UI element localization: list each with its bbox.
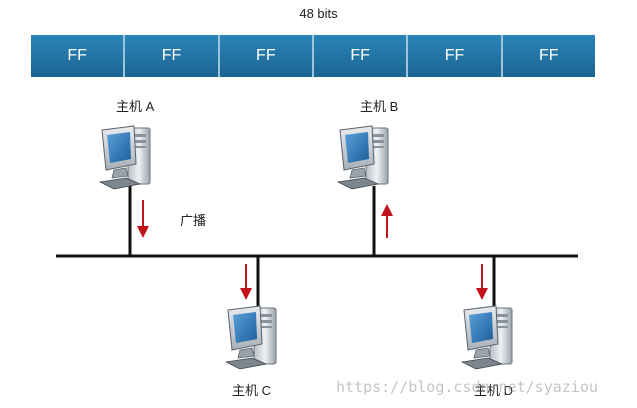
host-c-computer-icon: [225, 305, 277, 370]
host-b-label: 主机 B: [360, 99, 399, 114]
host-b-computer-icon: [337, 125, 389, 190]
frame-byte-5: FF: [408, 35, 503, 77]
frame-byte-2: FF: [125, 35, 220, 77]
host-d-label: 主机 D: [474, 383, 514, 398]
arrow-up-icon: [381, 204, 393, 238]
arrow-down-icon: [137, 200, 149, 238]
broadcast-mac-frame: FF FF FF FF FF FF: [31, 35, 595, 77]
arrow-down-icon: [476, 264, 488, 300]
broadcast-label: 广播: [180, 213, 207, 228]
host-a-computer-icon: [99, 125, 151, 190]
frame-byte-3: FF: [219, 35, 314, 77]
host-d-computer-icon: [461, 305, 513, 370]
frame-byte-4: FF: [313, 35, 409, 77]
watermark: https://blog.csdn.net/syaziou: [336, 378, 598, 396]
host-a-label: 主机 A: [116, 99, 155, 114]
arrow-down-icon: [240, 264, 252, 300]
host-c-label: 主机 C: [232, 383, 272, 398]
frame-byte-1: FF: [31, 35, 126, 77]
frame-byte-6: FF: [502, 35, 595, 77]
frame-size-label: 48 bits: [299, 6, 338, 21]
